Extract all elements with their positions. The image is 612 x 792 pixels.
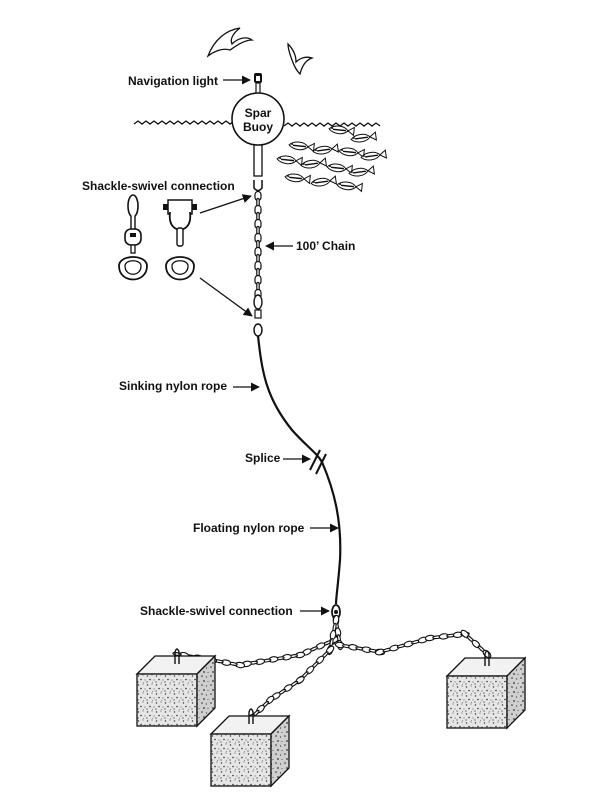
seagull-icon: [287, 42, 315, 76]
fish-icon: [328, 125, 355, 137]
fish-icon: [310, 175, 338, 187]
fish-icon: [312, 143, 340, 155]
spar-buoy: Spar Buoy: [231, 92, 285, 177]
concrete-block-icon: [446, 650, 526, 729]
seagull-icon: [206, 27, 255, 58]
sinking-nylon-rope: [256, 335, 323, 463]
spar-buoy-label-line1: Spar: [245, 106, 272, 120]
fish-school-icon: [276, 125, 388, 193]
fish-icon: [284, 173, 311, 185]
splice-mark: [309, 449, 327, 475]
floating-nylon-rope: [320, 461, 342, 605]
label-shackle-swivel-bottom: Shackle-swivel connection: [140, 604, 293, 618]
label-shackle-swivel-top: Shackle-swivel connection: [82, 179, 235, 193]
fish-icon: [288, 141, 315, 153]
label-splice: Splice: [245, 451, 281, 465]
concrete-block-icon: [210, 708, 290, 787]
fish-icon: [336, 181, 363, 193]
label-chain: 100’ Chain: [296, 239, 355, 253]
bridle-chains: [172, 614, 492, 723]
fish-icon: [338, 147, 365, 159]
swivel-icon: [118, 194, 148, 281]
shackle-icon: [253, 180, 263, 192]
fish-icon: [360, 149, 388, 161]
fish-icon: [326, 163, 353, 175]
fish-icon: [350, 131, 378, 143]
fish-icon: [348, 165, 376, 177]
arrow-shackle-top: [199, 194, 252, 214]
label-floating-rope: Floating nylon rope: [193, 521, 305, 535]
chain-100ft: [254, 190, 262, 300]
shackle-icon: [163, 199, 197, 281]
label-sinking-rope: Sinking nylon rope: [119, 379, 227, 393]
concrete-block-icon: [136, 648, 216, 727]
label-navigation-light: Navigation light: [128, 74, 218, 88]
spar-buoy-label-line2: Buoy: [243, 120, 273, 134]
fish-icon: [300, 157, 328, 169]
water-surface: [133, 120, 381, 127]
arrow-shackle-lower: [199, 277, 253, 317]
swivel-icon: [253, 294, 263, 337]
fish-icon: [276, 155, 303, 167]
